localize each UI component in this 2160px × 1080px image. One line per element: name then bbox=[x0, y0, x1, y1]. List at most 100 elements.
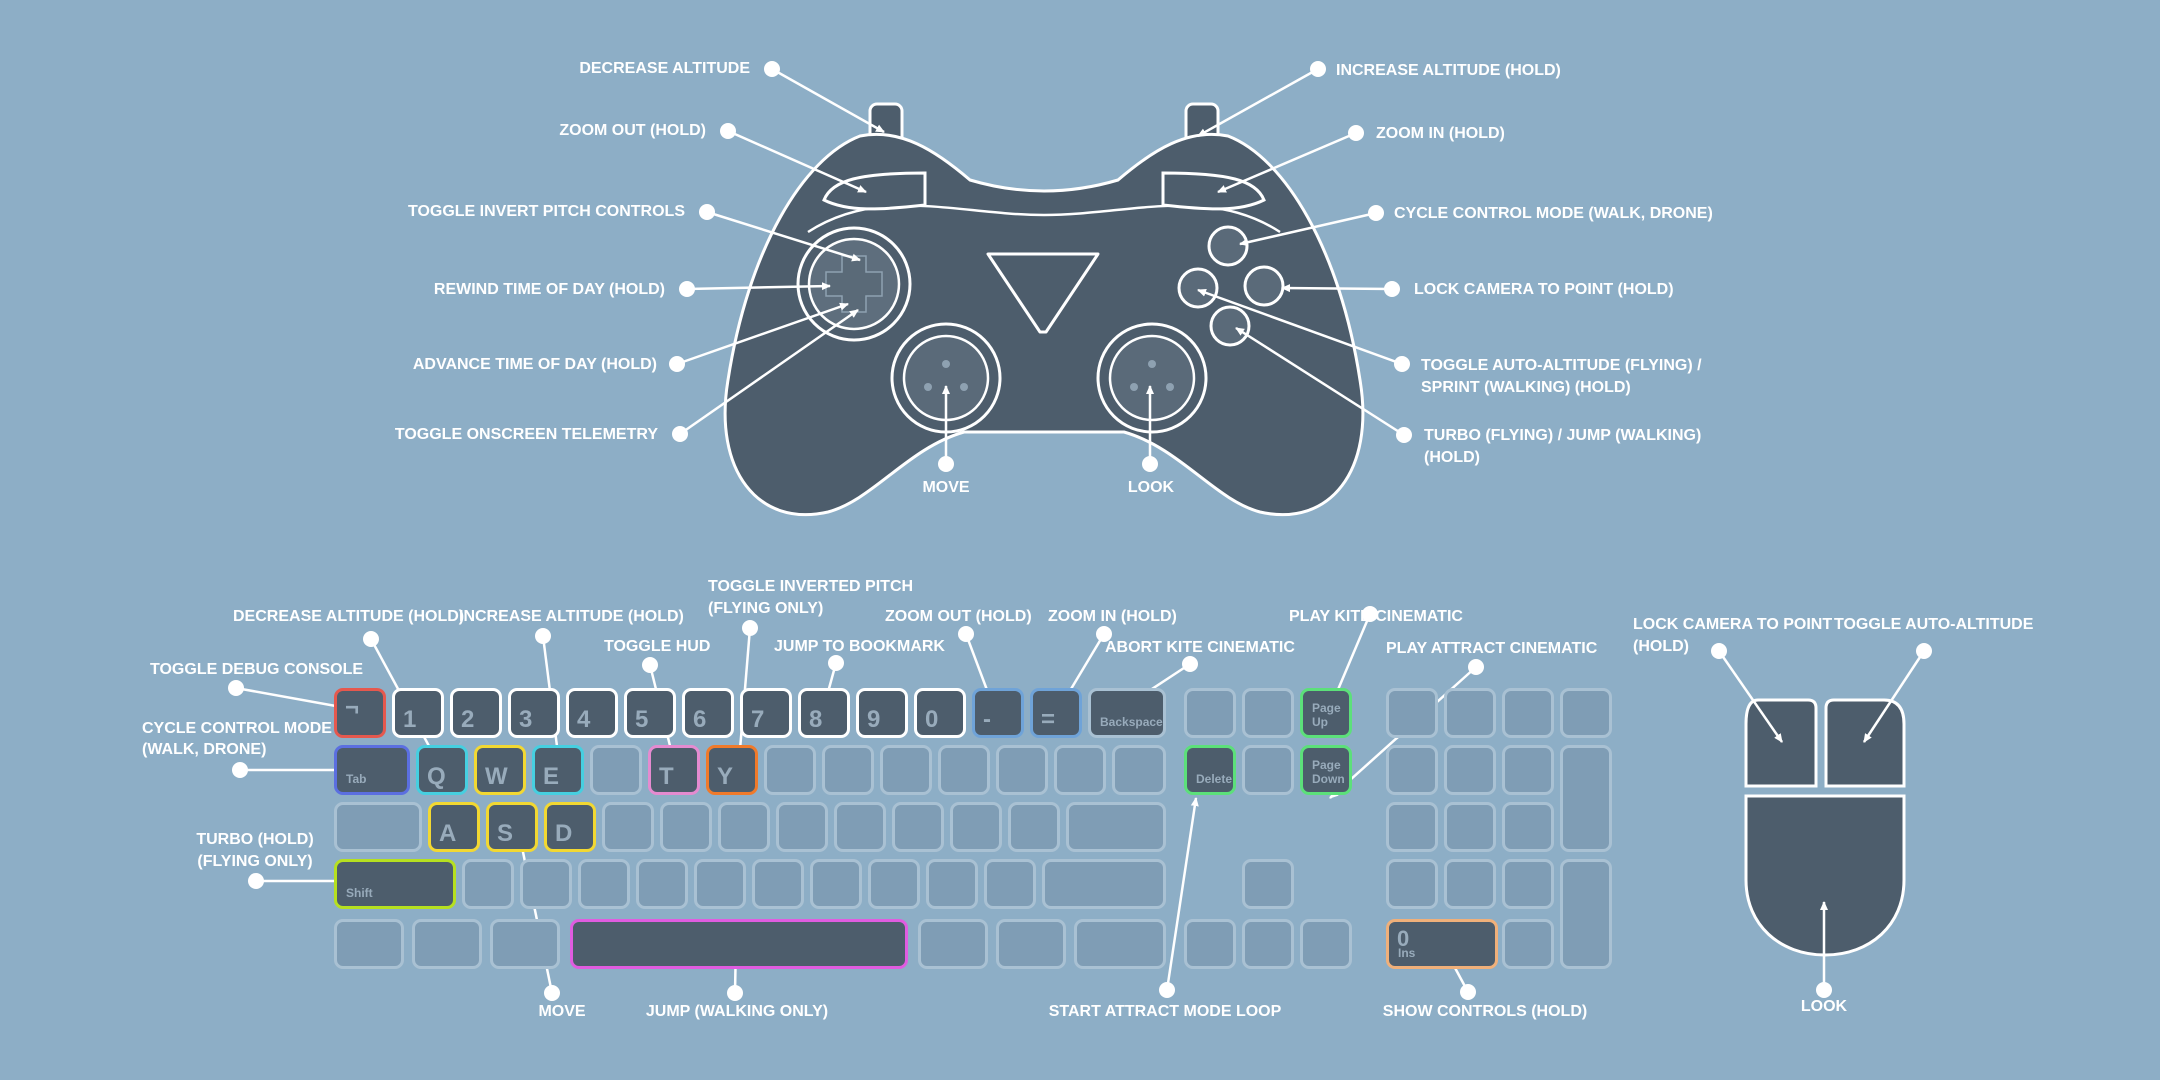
callout-line-13 bbox=[1235, 326, 1405, 437]
callout-dot-18 bbox=[828, 655, 844, 671]
key-e: E bbox=[532, 745, 584, 795]
label-ctrl-toggle-auto-altitude-2: SPRINT (WALKING) (HOLD) bbox=[1421, 379, 1631, 396]
label-ctrl-toggle-auto-altitude-1: TOGGLE AUTO-ALTITUDE (FLYING) / bbox=[1421, 357, 1702, 374]
callout-dot-7 bbox=[1142, 456, 1158, 472]
key-k bbox=[834, 802, 886, 852]
key-right-alt bbox=[918, 919, 988, 969]
key-4: 4 bbox=[566, 688, 618, 738]
callout-line-2 bbox=[706, 210, 861, 262]
key-7-label: 7 bbox=[751, 706, 765, 733]
label-ctrl-cycle-control-mode: CYCLE CONTROL MODE (WALK, DRONE) bbox=[1394, 205, 1713, 222]
label-mouse-toggle-auto-altitude: TOGGLE AUTO-ALTITUDE bbox=[1834, 616, 2034, 633]
callout-dot-9 bbox=[1348, 125, 1364, 141]
key-6-label: 6 bbox=[693, 706, 707, 733]
label-ctrl-decrease-altitude: DECREASE ALTITUDE bbox=[579, 60, 750, 77]
key-o bbox=[880, 745, 932, 795]
key-num-7 bbox=[1386, 745, 1438, 795]
key-num-3 bbox=[1502, 859, 1554, 909]
key-6: 6 bbox=[682, 688, 734, 738]
face-button-x bbox=[1177, 267, 1219, 309]
key-num-add bbox=[1560, 745, 1612, 852]
key-4-label: 4 bbox=[577, 706, 591, 733]
callout-line-10 bbox=[1239, 211, 1377, 247]
label-mouse-lock-camera-2: (HOLD) bbox=[1633, 638, 1689, 655]
label-kb-turbo-1: TURBO (HOLD) bbox=[196, 831, 314, 848]
label-kb-toggle-hud: TOGGLE HUD bbox=[604, 638, 711, 655]
label-kb-toggle-inverted-pitch-1: TOGGLE INVERTED PITCH bbox=[708, 578, 914, 595]
label-kb-increase-altitude: INCREASE ALTITUDE (HOLD) bbox=[459, 608, 684, 625]
key-y: Y bbox=[706, 745, 758, 795]
key-backslash bbox=[1112, 745, 1166, 795]
label-kb-show-controls: SHOW CONTROLS (HOLD) bbox=[1382, 1003, 1588, 1020]
callout-dot-29 bbox=[1159, 982, 1175, 998]
key-arrow-right bbox=[1300, 919, 1352, 969]
key-enter bbox=[1066, 802, 1166, 852]
key-y-label: Y bbox=[717, 763, 734, 790]
callout-line-9 bbox=[1217, 131, 1357, 194]
key-right-win bbox=[996, 919, 1066, 969]
key-n bbox=[752, 859, 804, 909]
callout-line-0 bbox=[771, 67, 885, 134]
key-shift-label: Shift bbox=[346, 886, 373, 900]
key-8: 8 bbox=[798, 688, 850, 738]
face-button-b bbox=[1243, 265, 1285, 307]
label-kb-cycle-mode-1: CYCLE CONTROL MODE bbox=[142, 720, 332, 737]
key-z bbox=[462, 859, 514, 909]
callout-dot-23 bbox=[1468, 659, 1484, 675]
callout-dot-21 bbox=[1182, 656, 1198, 672]
key-num-8 bbox=[1444, 745, 1496, 795]
key-m bbox=[810, 859, 862, 909]
label-ctrl-zoom-in: ZOOM IN (HOLD) bbox=[1376, 125, 1505, 142]
key-d: D bbox=[544, 802, 596, 852]
key-page-up: Page Up bbox=[1300, 688, 1352, 738]
key-a: A bbox=[428, 802, 480, 852]
callout-dot-27 bbox=[544, 985, 560, 1001]
left-stick bbox=[890, 322, 1002, 434]
key-num-multiply bbox=[1502, 688, 1554, 738]
key-w: W bbox=[474, 745, 526, 795]
key-e-label: E bbox=[543, 763, 560, 790]
callout-dot-17 bbox=[642, 657, 658, 673]
key-home bbox=[1242, 688, 1294, 738]
key-num-1 bbox=[1386, 859, 1438, 909]
label-ctrl-advance-time: ADVANCE TIME OF DAY (HOLD) bbox=[412, 356, 657, 373]
key-left-alt bbox=[490, 919, 560, 969]
key-left-ctrl bbox=[334, 919, 404, 969]
callout-line-32 bbox=[1862, 650, 1926, 743]
callout-dot-14 bbox=[363, 631, 379, 647]
key-right-shift bbox=[1042, 859, 1166, 909]
label-kb-turbo-2: (FLYING ONLY) bbox=[197, 853, 313, 870]
callout-dot-31 bbox=[1711, 643, 1727, 659]
callout-dot-5 bbox=[672, 426, 688, 442]
label-ctrl-turbo-1: TURBO (FLYING) / JUMP (WALKING) bbox=[1424, 427, 1702, 444]
key-2: 2 bbox=[450, 688, 502, 738]
key-7: 7 bbox=[740, 688, 792, 738]
key-0-label: 0 bbox=[925, 706, 939, 733]
key-period bbox=[926, 859, 978, 909]
key-w-label: W bbox=[485, 763, 508, 790]
key-slash bbox=[984, 859, 1036, 909]
callout-dot-26 bbox=[248, 873, 264, 889]
label-ctrl-lock-camera: LOCK CAMERA TO POINT (HOLD) bbox=[1414, 281, 1674, 298]
face-button-y bbox=[1207, 225, 1249, 267]
key-t: T bbox=[648, 745, 700, 795]
callout-line-8 bbox=[1197, 67, 1319, 138]
label-kb-play-kite: PLAY KITE CINEMATIC bbox=[1289, 608, 1463, 625]
key-3-label: 3 bbox=[519, 706, 533, 733]
callout-dot-3 bbox=[679, 281, 695, 297]
key-delete-label: Delete bbox=[1196, 772, 1233, 786]
callout-dot-33 bbox=[1816, 982, 1832, 998]
key-arrow-left bbox=[1184, 919, 1236, 969]
label-ctrl-turbo-2: (HOLD) bbox=[1424, 449, 1480, 466]
label-ctrl-rewind-time: REWIND TIME OF DAY (HOLD) bbox=[433, 281, 665, 298]
callout-dot-22 bbox=[1362, 606, 1378, 622]
key-t-label: T bbox=[659, 763, 674, 790]
callout-dot-15 bbox=[535, 628, 551, 644]
callout-line-11 bbox=[1281, 284, 1393, 293]
label-kb-zoom-out: ZOOM OUT (HOLD) bbox=[885, 608, 1032, 625]
callout-dot-32 bbox=[1916, 643, 1932, 659]
key-num-0: 0 Ins bbox=[1386, 919, 1498, 969]
label-ctrl-increase-altitude: INCREASE ALTITUDE (HOLD) bbox=[1336, 62, 1561, 79]
key-1-label: 1 bbox=[403, 706, 417, 733]
